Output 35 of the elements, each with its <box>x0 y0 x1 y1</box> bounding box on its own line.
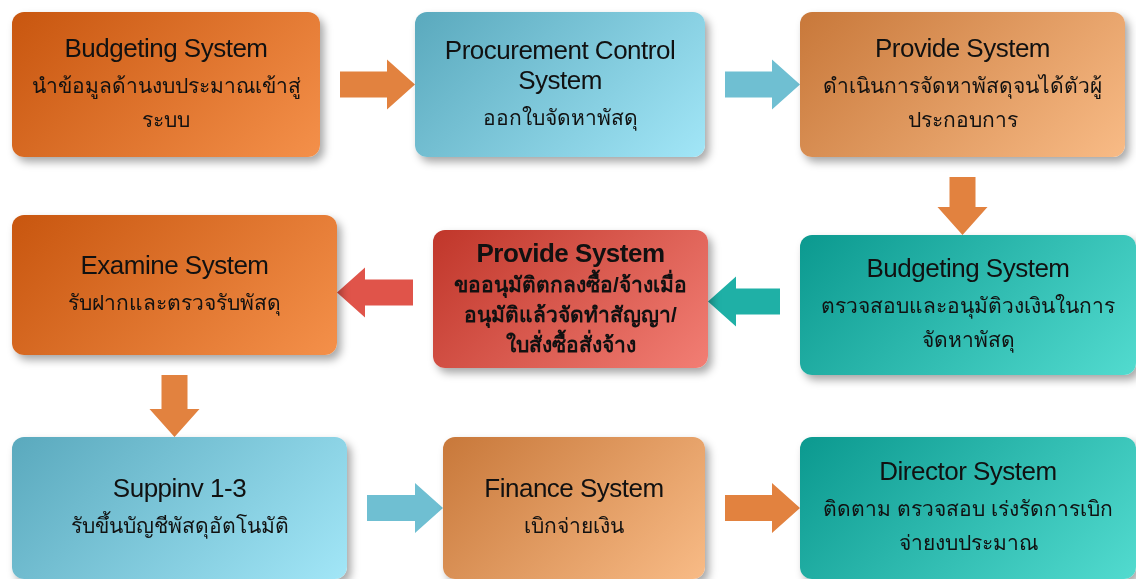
box-description: ออกใบจัดหาพัสดุ <box>482 104 638 133</box>
box-heading: Budgeting System <box>866 253 1070 283</box>
block-arrow <box>725 483 800 533</box>
box-description: นำข้อมูลด้านงบประมาณเข้าสู่ระบบ <box>30 72 302 133</box>
box-heading: Budgeting System <box>64 32 268 63</box>
box-description: รับขึ้นบัญชีพัสดุอัตโนมัติ <box>70 509 289 543</box>
box-description: ติดตาม ตรวจสอบ เร่งรัดการเบิกจ่ายงบประมาณ <box>822 496 1114 556</box>
block-arrow <box>149 375 200 437</box>
block-arrow <box>708 276 780 327</box>
process-box <box>800 437 1136 579</box>
block-arrow <box>340 59 415 110</box>
process-box <box>12 12 320 157</box>
box-heading: Finance System <box>484 473 664 503</box>
box-heading: Procurement Control System <box>443 34 677 95</box>
process-box <box>12 437 347 579</box>
box-heading: Examine System <box>80 250 269 280</box>
box-description: เบิกจ่ายเงิน <box>524 513 624 539</box>
box-heading: Director System <box>879 456 1057 486</box>
box-heading: Provide System <box>874 32 1051 63</box>
process-box <box>433 230 708 368</box>
block-arrow <box>367 483 443 533</box>
block-arrow <box>937 177 988 235</box>
process-box <box>800 12 1125 157</box>
process-box <box>415 12 705 157</box>
process-box <box>800 235 1136 375</box>
process-box <box>443 437 705 579</box>
block-arrow <box>725 59 800 110</box>
box-description: ขออนุมัติตกลงซื้อ/จ้างเมื่ออนุมัติแล้วจัดทำสัญญา/ใบสั่งซื้อสั่งจ้าง <box>447 270 694 360</box>
box-description: ตรวจสอบและอนุมัติวงเงินในการจัดหาพัสดุ <box>820 293 1116 355</box>
box-description: รับฝากและตรวจรับพัสดุ <box>68 290 281 318</box>
block-arrow <box>337 267 413 318</box>
box-description: ดำเนินการจัดหาพัสดุจนได้ตัวผู้ประกอบการ <box>822 72 1103 133</box>
process-box <box>12 215 337 355</box>
box-heading: Provide System <box>476 238 665 268</box>
box-heading: Suppinv 1-3 <box>112 473 247 503</box>
